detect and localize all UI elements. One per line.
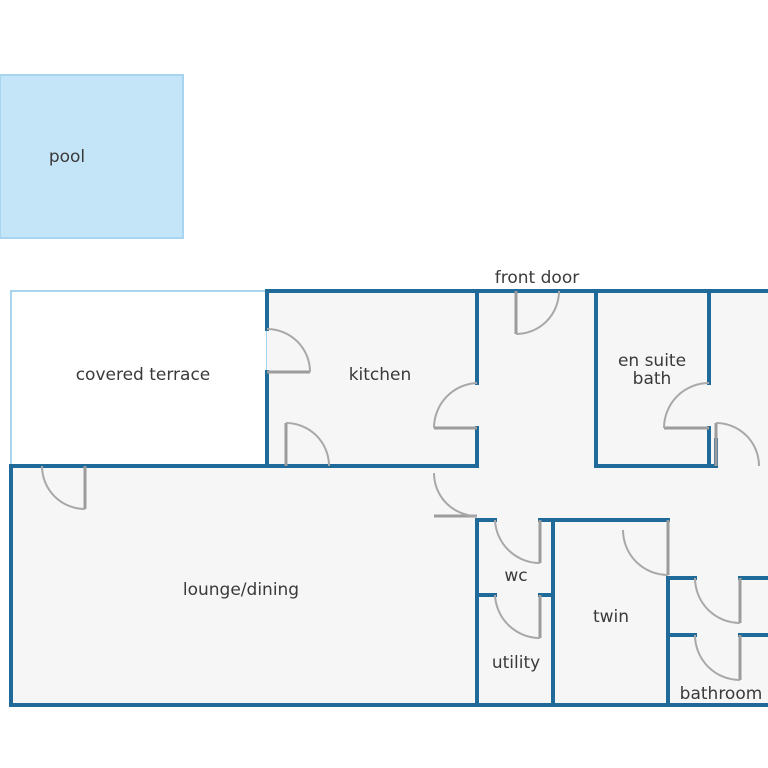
doors: [41, 290, 760, 681]
utility-door-swing: [494, 594, 542, 640]
kitchen-hall-door-swing: [432, 382, 478, 430]
covered-terrace-area: [10, 290, 268, 467]
twin-door-swing: [622, 520, 670, 576]
wc-label: wc: [504, 566, 527, 586]
en-suite-label-line1: en suite: [618, 351, 686, 371]
en-suite-label-line2: bath: [633, 369, 672, 389]
wc-door-swing: [494, 519, 542, 565]
walls: [9, 289, 768, 707]
kitchen-lounge-door-swing: [284, 422, 330, 467]
utility-label: utility: [492, 653, 540, 673]
bathroom-label: bathroom: [680, 684, 763, 704]
en-suite-door-swing: [663, 382, 710, 430]
pool-label: pool: [49, 147, 85, 167]
room-labels: pool front door covered terrace kitchen …: [49, 147, 762, 704]
front-door-swing: [514, 290, 560, 335]
pool-area: [0, 74, 184, 239]
lower-bedroom-door-swing: [694, 577, 742, 624]
twin-label: twin: [593, 607, 629, 627]
lounge-dining-label: lounge/dining: [183, 580, 299, 600]
bedroom-door-swing: [714, 422, 760, 467]
covered-terrace-label: covered terrace: [76, 365, 211, 385]
kitchen-label: kitchen: [349, 365, 412, 385]
kitchen-terrace-door-swing: [266, 328, 311, 374]
front-door-label: front door: [495, 268, 579, 288]
bathroom-door-swing: [694, 634, 742, 681]
lounge-hall-door-swing: [433, 472, 478, 518]
lounge-terrace-door-swing: [41, 465, 87, 510]
